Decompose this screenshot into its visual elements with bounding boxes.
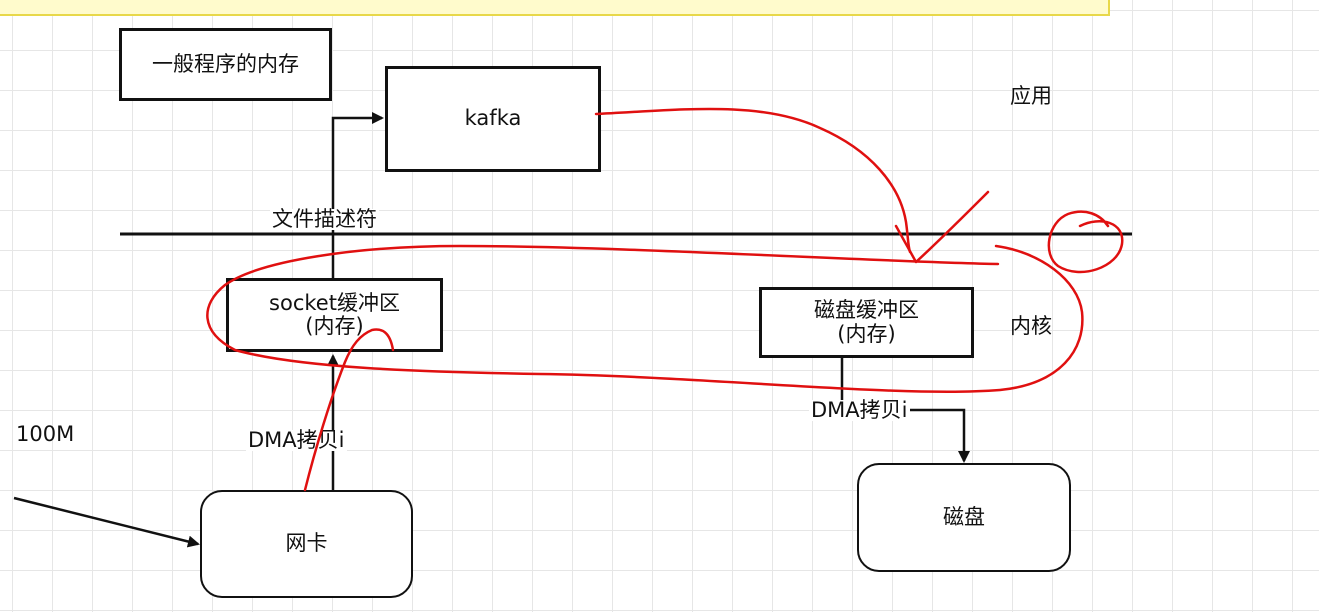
socket-buffer-label: socket缓冲区 xyxy=(269,290,400,315)
kernel-label: 内核 xyxy=(1010,314,1052,338)
disk-buffer-sub: (内存) xyxy=(837,321,896,346)
incoming-traffic-arrow xyxy=(13,496,200,548)
nic-to-socket-stroke xyxy=(303,328,395,492)
socket-buffer-sub: (内存) xyxy=(305,314,364,338)
file-descriptor-label: 文件描述符 xyxy=(270,207,379,231)
kernel-loop-stroke xyxy=(206,244,1084,393)
general-memory-box: 一般程序的内存 xyxy=(119,28,332,101)
kafka-to-kernel-stroke xyxy=(594,107,912,254)
kafka-label: kafka xyxy=(464,106,522,131)
nic-box: 网卡 xyxy=(200,490,413,598)
dma-copy-right-label: DMA拷贝i xyxy=(809,398,910,422)
checkmark-stroke xyxy=(894,190,990,264)
small-circle-stroke xyxy=(1047,210,1124,274)
general-memory-label: 一般程序的内存 xyxy=(152,51,299,76)
bandwidth-label: 100M xyxy=(16,422,75,446)
disk-buffer-label: 磁盘缓冲区 xyxy=(814,298,919,323)
disk-box: 磁盘 xyxy=(857,463,1071,572)
kafka-box: kafka xyxy=(385,66,601,172)
disk-buffer-box: 磁盘缓冲区 (内存) xyxy=(759,287,974,358)
nic-label: 网卡 xyxy=(285,531,328,556)
disk-label: 磁盘 xyxy=(943,504,985,529)
socket-buffer-box: socket缓冲区 (内存) xyxy=(226,278,443,352)
application-label: 应用 xyxy=(1010,84,1052,108)
top-banner xyxy=(0,0,1110,16)
